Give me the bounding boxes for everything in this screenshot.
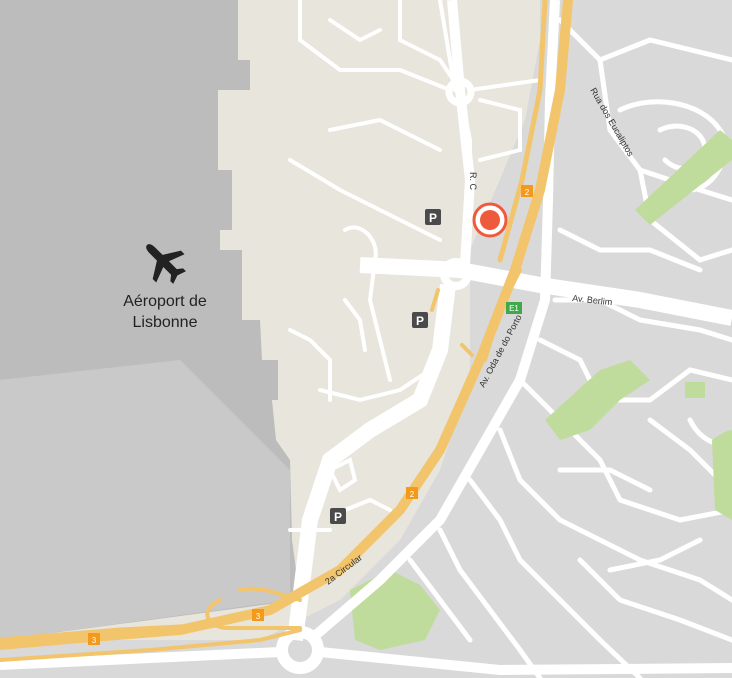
parking-sign-3[interactable]: P	[330, 508, 346, 524]
label-av-berlim: Av. Berlim	[572, 293, 613, 307]
airport-label-line1: Aéroport de	[123, 293, 207, 310]
route-2-badge-north: 2	[521, 185, 533, 197]
airport-label: Aéroport de Lisbonne	[105, 291, 225, 333]
park-northeast	[635, 130, 732, 225]
park-east	[545, 360, 650, 440]
route-e1-badge: E1	[506, 302, 522, 314]
svg-text:P: P	[334, 510, 342, 524]
route-2-badge-south: 2	[406, 487, 418, 499]
roundabout-north	[445, 77, 475, 107]
airport-label-line2: Lisbonne	[132, 314, 198, 331]
parking-sign-1[interactable]: P	[425, 209, 441, 225]
route-3-badge-west: 3	[88, 633, 100, 645]
svg-text:3: 3	[92, 636, 97, 645]
parking-sign-2[interactable]: P	[412, 312, 428, 328]
svg-text:2: 2	[525, 188, 530, 197]
svg-text:P: P	[429, 211, 437, 225]
svg-text:E1: E1	[509, 304, 519, 313]
south-terrace	[0, 360, 290, 640]
rc-street	[447, 0, 476, 266]
roundabout-center	[440, 258, 472, 290]
location-pin-icon[interactable]	[472, 202, 508, 238]
svg-text:P: P	[416, 314, 424, 328]
svg-text:2: 2	[410, 490, 415, 499]
park-far-east	[712, 430, 732, 520]
park-small	[685, 382, 705, 398]
svg-text:3: 3	[256, 612, 261, 621]
highway-2a-circular	[0, 0, 573, 662]
airplane-icon	[146, 244, 186, 284]
south-road	[0, 647, 732, 676]
av-berlim-road	[359, 257, 732, 326]
route-3-badge-east: 3	[252, 609, 264, 621]
label-rc: R. C	[468, 172, 478, 191]
